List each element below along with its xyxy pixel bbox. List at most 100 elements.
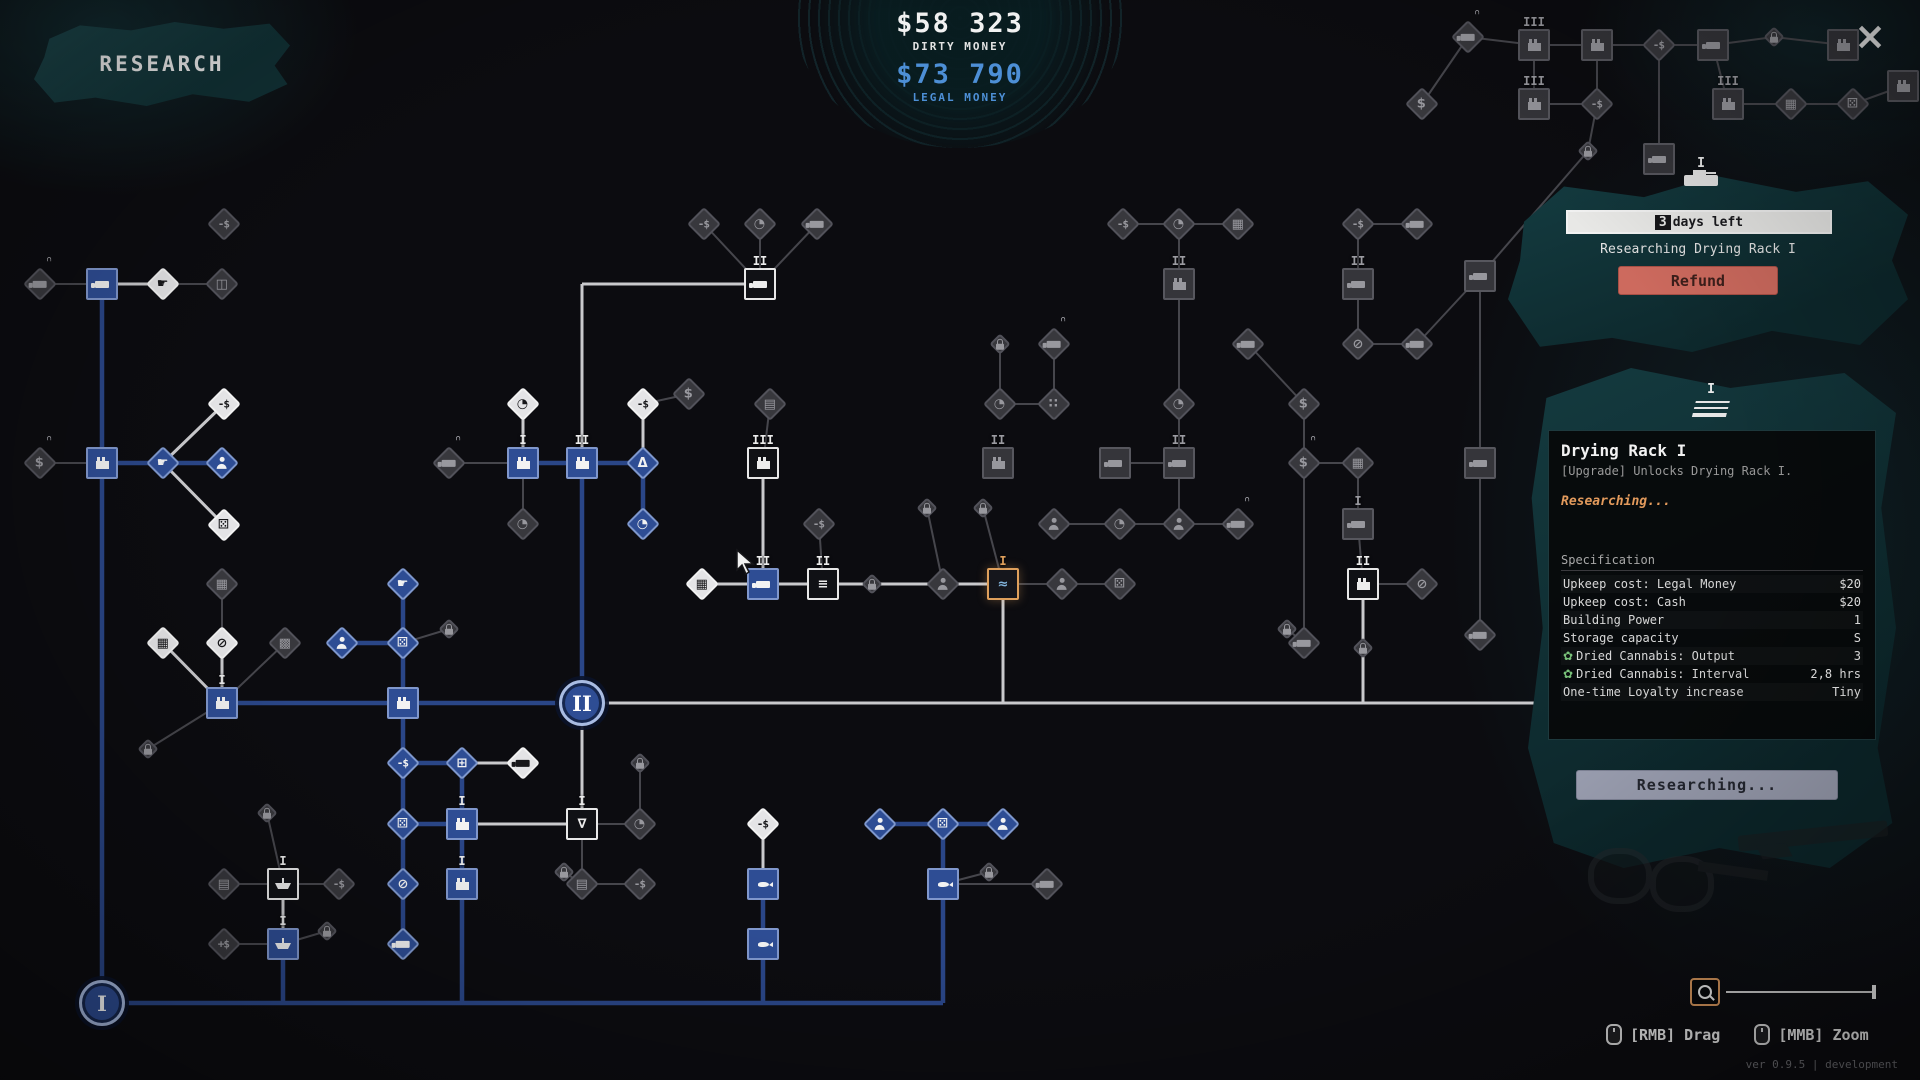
- tree-node-truck[interactable]: [1697, 29, 1729, 61]
- tree-node-factory[interactable]: [86, 447, 118, 479]
- tree-node-truck[interactable]: [1451, 20, 1485, 54]
- research-action-button[interactable]: Researching...: [1576, 770, 1838, 800]
- close-icon[interactable]: ×: [1848, 16, 1892, 56]
- tree-node-person[interactable]: [926, 567, 960, 601]
- tree-node-plus[interactable]: ⊞: [445, 746, 479, 780]
- tree-node-jar[interactable]: ◫: [205, 267, 239, 301]
- tree-node-dice[interactable]: ⚄: [386, 626, 420, 660]
- tree-node-box[interactable]: ▦: [146, 626, 180, 660]
- tree-node-clock[interactable]: ◔: [1162, 207, 1196, 241]
- tree-node-box[interactable]: ▦: [1221, 207, 1255, 241]
- tree-node-boat[interactable]: I: [267, 854, 299, 900]
- tree-node-lock[interactable]: [972, 497, 994, 519]
- tree-node-slash[interactable]: ⊘: [205, 626, 239, 660]
- tree-node-truck[interactable]: I: [1342, 494, 1374, 540]
- tree-node-truck[interactable]: [23, 267, 57, 301]
- tree-node-factory[interactable]: I: [446, 794, 478, 840]
- tree-node-dollar[interactable]: $: [1287, 387, 1321, 421]
- tree-node-factory[interactable]: III: [1518, 15, 1550, 61]
- tree-node-truck[interactable]: [1464, 447, 1496, 479]
- tree-node-mdollar[interactable]: -$: [207, 207, 241, 241]
- tree-node-mdollar[interactable]: -$: [746, 807, 780, 841]
- tree-node-factory[interactable]: III: [1712, 74, 1744, 120]
- tree-node-factory[interactable]: II: [566, 433, 598, 479]
- tree-node-pallet[interactable]: ▤: [753, 387, 787, 421]
- tree-node-dice[interactable]: ⚄: [1103, 567, 1137, 601]
- tree-node-tier-I[interactable]: I: [79, 980, 125, 1026]
- zoom-magnifier-button[interactable]: [1690, 978, 1720, 1006]
- tree-node-lock[interactable]: [256, 802, 278, 824]
- tree-node-box[interactable]: ▦: [205, 567, 239, 601]
- tree-node-factory[interactable]: I: [206, 673, 238, 719]
- tree-node-clock[interactable]: ◔: [506, 387, 540, 421]
- tree-node-mdollar[interactable]: -$: [386, 746, 420, 780]
- tree-node-clock[interactable]: ◔: [626, 507, 660, 541]
- tree-node-dollar[interactable]: $: [23, 446, 57, 480]
- tree-node-mdollar[interactable]: -$: [207, 387, 241, 421]
- tree-node-dollar[interactable]: $: [1287, 446, 1321, 480]
- tree-node-box[interactable]: ▦: [1774, 87, 1808, 121]
- tree-node-person[interactable]: [205, 446, 239, 480]
- tree-node-mdollar[interactable]: -$: [687, 207, 721, 241]
- tree-node-factory[interactable]: [1581, 29, 1613, 61]
- tree-node-pdollar[interactable]: +$: [207, 927, 241, 961]
- tree-node-lock[interactable]: [1763, 26, 1785, 48]
- tree-node-factory[interactable]: [387, 687, 419, 719]
- tree-node-truck[interactable]: [1463, 618, 1497, 652]
- tree-node-truck[interactable]: [506, 746, 540, 780]
- tree-node-factory[interactable]: [1827, 29, 1859, 61]
- tree-node-person[interactable]: [1045, 567, 1079, 601]
- tree-node-dice[interactable]: ⚄: [386, 807, 420, 841]
- tree-node-fish[interactable]: [747, 868, 779, 900]
- tree-node-clock[interactable]: ◔: [1162, 387, 1196, 421]
- tree-node-truck[interactable]: [386, 927, 420, 961]
- tree-node-factory[interactable]: I: [507, 433, 539, 479]
- tree-node-truck[interactable]: [1464, 260, 1496, 292]
- tree-node-clock[interactable]: ◔: [623, 807, 657, 841]
- tree-node-scales[interactable]: Δ: [626, 446, 660, 480]
- zoom-slider-handle[interactable]: [1872, 985, 1876, 999]
- tree-node-lock[interactable]: [861, 573, 883, 595]
- tree-node-hand[interactable]: ☛: [386, 567, 420, 601]
- tree-node-truck[interactable]: [1400, 327, 1434, 361]
- tree-node-flask[interactable]: ∇I: [566, 794, 598, 840]
- tree-node-person[interactable]: [1162, 507, 1196, 541]
- tree-node-slash[interactable]: ⊘: [1341, 327, 1375, 361]
- tree-node-dollar[interactable]: $: [672, 377, 706, 411]
- tree-node-person[interactable]: [325, 626, 359, 660]
- tree-node-slash[interactable]: ⊘: [1405, 567, 1439, 601]
- tree-node-lock[interactable]: [438, 618, 460, 640]
- tree-node-factory[interactable]: [1887, 70, 1919, 102]
- tree-node-truck[interactable]: [432, 446, 466, 480]
- tree-node-pallet[interactable]: ▤: [207, 867, 241, 901]
- tree-node-box[interactable]: ▦: [685, 567, 719, 601]
- tree-node-dollar[interactable]: $: [1405, 87, 1439, 121]
- tree-node-truck[interactable]: II: [1342, 254, 1374, 300]
- tree-node-dice[interactable]: ⚄: [1836, 87, 1870, 121]
- refund-button[interactable]: Refund: [1618, 266, 1778, 295]
- tree-node-truck[interactable]: [800, 207, 834, 241]
- tree-node-boat[interactable]: I: [267, 914, 299, 960]
- tree-node-pills[interactable]: ∷: [1037, 387, 1071, 421]
- tree-node-mdollar[interactable]: -$: [626, 387, 660, 421]
- tree-node-mdollar[interactable]: -$: [623, 867, 657, 901]
- tree-node-dice[interactable]: ⚄: [207, 508, 241, 542]
- tree-node-truck[interactable]: [1400, 207, 1434, 241]
- tree-node-dice[interactable]: ⚄: [926, 807, 960, 841]
- tree-node-lock[interactable]: [916, 497, 938, 519]
- tree-node-lock[interactable]: [989, 333, 1011, 355]
- tree-node-fish[interactable]: [747, 928, 779, 960]
- tree-node-lock[interactable]: [316, 920, 338, 942]
- tree-node-person[interactable]: [1037, 507, 1071, 541]
- tree-node-lock[interactable]: [137, 738, 159, 760]
- tree-node-factory[interactable]: II: [982, 433, 1014, 479]
- tree-node-clock[interactable]: ◔: [983, 387, 1017, 421]
- tree-node-slash[interactable]: ⊘: [386, 867, 420, 901]
- tree-node-lock[interactable]: [629, 752, 651, 774]
- tree-node-mdollar[interactable]: -$: [322, 867, 356, 901]
- tree-node-fish[interactable]: [927, 868, 959, 900]
- tree-node-truck[interactable]: II: [744, 254, 776, 300]
- tree-node-person[interactable]: [986, 807, 1020, 841]
- tree-node-clock[interactable]: ◔: [1103, 507, 1137, 541]
- tree-node-clock[interactable]: ◔: [506, 507, 540, 541]
